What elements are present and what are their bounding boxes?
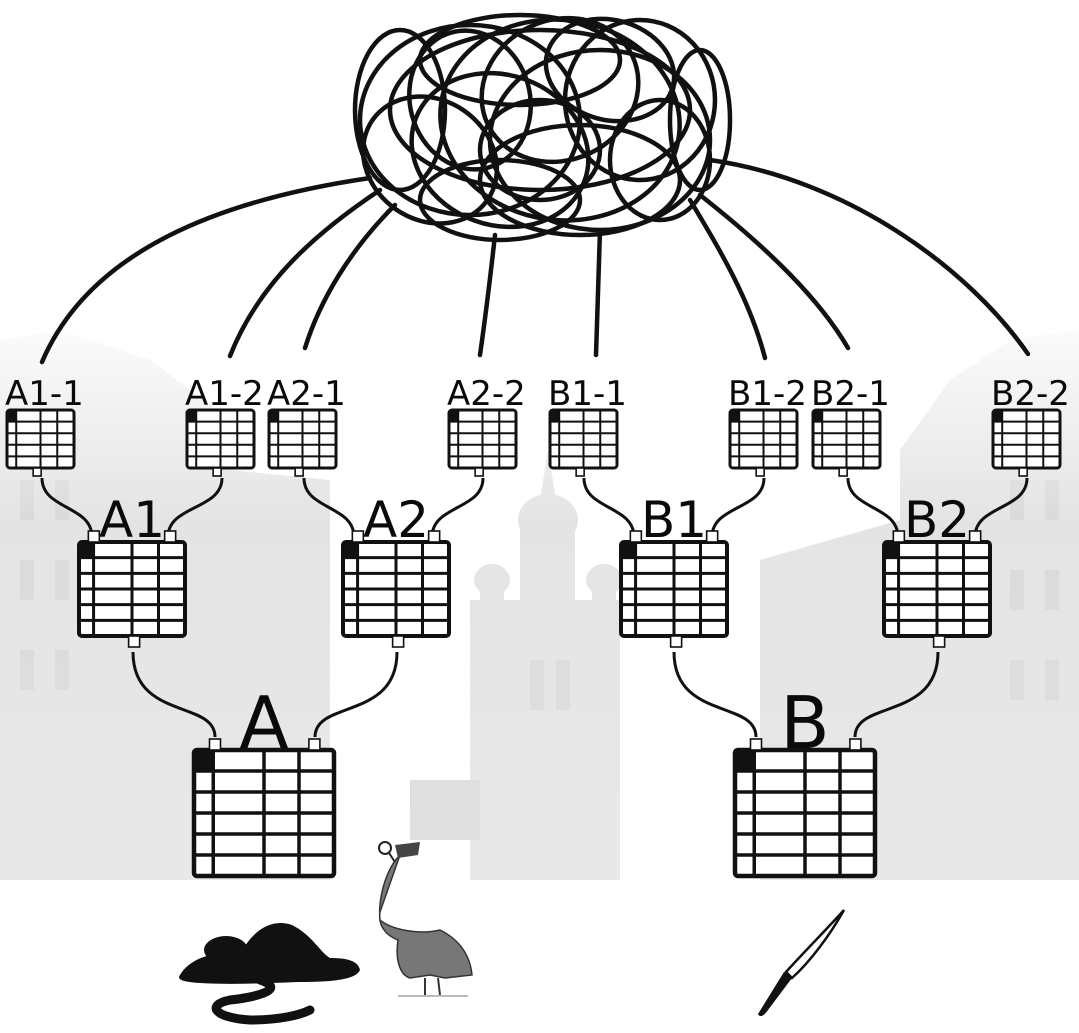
connector-port (968, 530, 982, 543)
connector-port (838, 467, 848, 477)
table-corner-cell (269, 410, 279, 422)
table-b1-2: B1-2 (728, 374, 807, 477)
detective-with-magnifying-glass-icon (378, 841, 473, 997)
connector-port (308, 738, 321, 751)
scribble-links (39, 157, 1031, 365)
connector-port (127, 635, 141, 648)
connector-port (1018, 467, 1028, 477)
table-b1-1: B1-1 (548, 374, 627, 477)
connector-port (163, 530, 177, 543)
connector-port (629, 530, 643, 543)
table-corner-cell (735, 750, 755, 771)
table-label: B1 (641, 491, 707, 549)
table-label: A2 (363, 491, 429, 549)
connector-port (755, 467, 765, 477)
table-label: B1-2 (728, 374, 807, 414)
table-b2: B2 (882, 491, 992, 648)
table-b2-2: B2-2 (991, 374, 1070, 477)
connector-port (427, 530, 441, 543)
city-background (0, 300, 1079, 1033)
table-a1-2: A1-2 (185, 374, 264, 477)
connector-port (892, 530, 906, 543)
connector-port (575, 467, 585, 477)
knife-icon (758, 909, 846, 1017)
table-a2-1: A2-1 (267, 374, 346, 477)
table-corner-cell (449, 410, 459, 422)
connector-port (294, 467, 304, 477)
connector-port (208, 738, 222, 751)
table-label: A1 (99, 491, 165, 549)
table-corner-cell (730, 410, 740, 422)
connector-port (749, 738, 763, 751)
table-a1-1: A1-1 (5, 374, 84, 477)
table-label: B2 (904, 491, 970, 549)
table-label: A1-2 (185, 374, 264, 414)
table-label: A2-1 (267, 374, 346, 414)
connector-port (87, 530, 101, 543)
table-corner-cell (194, 750, 214, 771)
table-b2-1: B2-1 (811, 374, 890, 477)
table-label: B1-1 (548, 374, 627, 414)
table-a: A (191, 681, 337, 879)
table-connectors (40, 477, 1029, 738)
table-corner-cell (187, 410, 197, 422)
table-a2-2: A2-2 (447, 374, 526, 477)
table-corner-cell (993, 410, 1003, 422)
connector-port (391, 635, 405, 648)
table-b1: B1 (619, 491, 729, 648)
table-corner-cell (343, 542, 358, 558)
table-corner-cell (7, 410, 17, 422)
table-label: B2-1 (811, 374, 890, 414)
connector-port (351, 530, 365, 543)
connector-port (474, 467, 484, 477)
connector-port (669, 635, 683, 648)
table-corner-cell (79, 542, 94, 558)
connector-port (932, 635, 946, 648)
table-corner-cell (813, 410, 823, 422)
table-b: B (732, 681, 878, 879)
table-corner-cell (621, 542, 636, 558)
table-a2: A2 (341, 491, 451, 648)
connector-port (705, 530, 719, 543)
table-corner-cell (884, 542, 899, 558)
tangled-scribble-icon (352, 12, 733, 243)
table-label: B2-2 (991, 374, 1070, 414)
connector-port (212, 467, 222, 477)
lying-figure-silhouette-icon (179, 923, 360, 1025)
table-label: A1-1 (5, 374, 84, 414)
table-corner-cell (550, 410, 560, 422)
connector-port (32, 467, 42, 477)
table-label: A2-2 (447, 374, 526, 414)
connector-port (849, 738, 862, 751)
table-a1: A1 (77, 491, 187, 648)
